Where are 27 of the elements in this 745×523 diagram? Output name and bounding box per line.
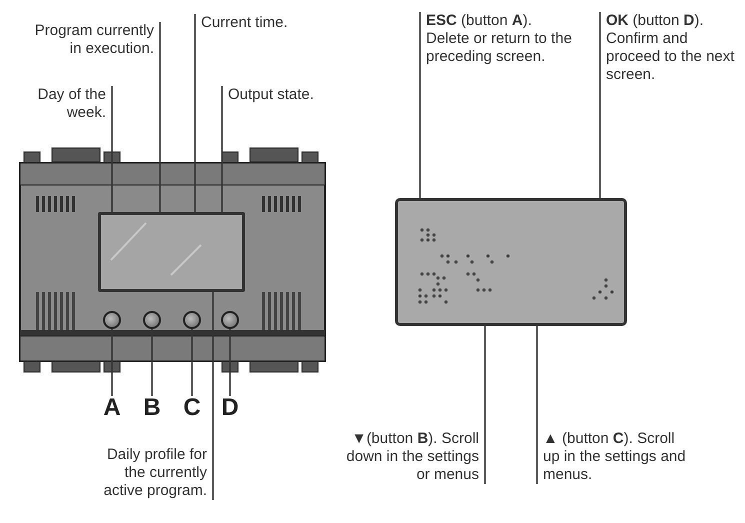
leader-line [229, 329, 231, 396]
button-letter: D [219, 396, 241, 420]
leader-line [159, 22, 161, 212]
callout-text: Daily profile for the currently active program. [88, 446, 213, 500]
leader-line [111, 329, 113, 396]
leader-line [111, 86, 113, 212]
leader-line [221, 86, 223, 212]
leader-line [191, 329, 193, 396]
callout-text: ▼(button B). Scroll down in the settings or menus [340, 430, 485, 484]
leader-line [419, 12, 421, 198]
leader-line [484, 326, 486, 484]
callout-text: ESC (button A). Delete or return to the preceding screen. [420, 12, 578, 66]
button-letter: A [101, 396, 123, 420]
braille-display-panel [395, 198, 627, 326]
button-letter: C [181, 396, 203, 420]
callout-text: ▲ (button C). Scroll up in the settings and menus. [537, 430, 687, 484]
callout-text: Program currently in execution. [20, 22, 160, 58]
callout-text: OK (button D). Confirm and proceed to the next screen. [600, 12, 740, 84]
leader-line [599, 12, 601, 198]
button-letter: B [141, 396, 163, 420]
callout-text: Day of the week. [20, 86, 112, 122]
leader-line [151, 329, 153, 396]
leader-line [536, 326, 538, 484]
callout-text: Current time. [195, 14, 335, 32]
callout-text: Output state. [222, 86, 342, 104]
leader-line [212, 292, 214, 500]
leader-line [194, 14, 196, 212]
